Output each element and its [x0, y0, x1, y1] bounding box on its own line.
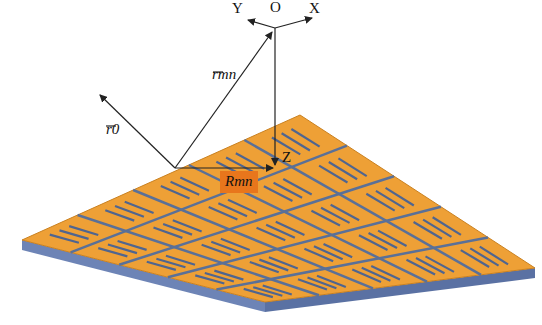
cell-line — [324, 244, 353, 257]
cell-line — [291, 129, 319, 147]
cell-line — [214, 271, 243, 280]
cell-line — [386, 188, 414, 206]
coordinate-system — [100, 18, 312, 180]
cell-line — [269, 257, 298, 268]
vector-label: rmn — [212, 67, 236, 82]
cell-line — [133, 190, 373, 288]
cell-line — [257, 228, 286, 241]
cell-line — [304, 249, 333, 262]
cell-line — [266, 225, 295, 238]
cell-line — [216, 237, 488, 289]
cell-line — [173, 220, 202, 231]
cell-line — [118, 241, 147, 250]
cell-line — [221, 239, 250, 250]
cell-line — [250, 262, 279, 272]
cell-line — [319, 166, 347, 183]
cell-line — [283, 179, 311, 194]
cell-line — [317, 276, 346, 287]
cell-line — [168, 207, 441, 277]
cell-line — [308, 278, 337, 289]
cell-line — [236, 153, 264, 168]
cell-line — [376, 191, 404, 208]
cell-line — [359, 235, 388, 250]
cell-line — [433, 217, 461, 235]
cell-line — [282, 133, 310, 150]
cell-line — [263, 286, 292, 295]
cell-line — [352, 269, 381, 282]
cell-line — [69, 226, 98, 235]
vector-label: Rmn — [220, 171, 258, 193]
cell-line — [362, 268, 391, 281]
unit-cells — [50, 129, 508, 297]
cell-line — [259, 260, 288, 271]
cell-line — [426, 256, 454, 271]
cell-line — [329, 162, 357, 179]
cell-line — [78, 215, 319, 295]
cell-line — [228, 200, 257, 213]
patch-surface — [22, 115, 535, 302]
cell-line — [244, 140, 481, 275]
cell-line — [166, 256, 195, 265]
axis-label: Z — [282, 150, 291, 165]
cell-line — [244, 289, 273, 297]
cell-line — [480, 247, 508, 265]
cell-line — [298, 279, 327, 289]
cell-line — [276, 222, 305, 235]
cell-line — [314, 246, 343, 259]
cell-line — [311, 211, 340, 226]
cell-line — [371, 266, 400, 279]
cell-line — [321, 208, 349, 223]
cell-line — [218, 203, 247, 216]
vector-label: r0 — [106, 122, 119, 137]
cell-line — [366, 194, 394, 211]
cell-line — [180, 178, 209, 191]
cell-line — [274, 183, 302, 198]
axis-label: X — [309, 1, 320, 16]
cell-line — [264, 186, 293, 201]
cell-line — [125, 202, 154, 213]
cell-line — [253, 287, 282, 296]
axis-label: Y — [232, 1, 243, 16]
cell-line — [369, 233, 397, 248]
cell-line — [331, 205, 359, 220]
cell-line — [414, 222, 442, 239]
axis-label: O — [270, 0, 281, 15]
cell-line — [338, 158, 366, 176]
cell-line — [378, 231, 406, 246]
cell-line — [423, 220, 451, 237]
